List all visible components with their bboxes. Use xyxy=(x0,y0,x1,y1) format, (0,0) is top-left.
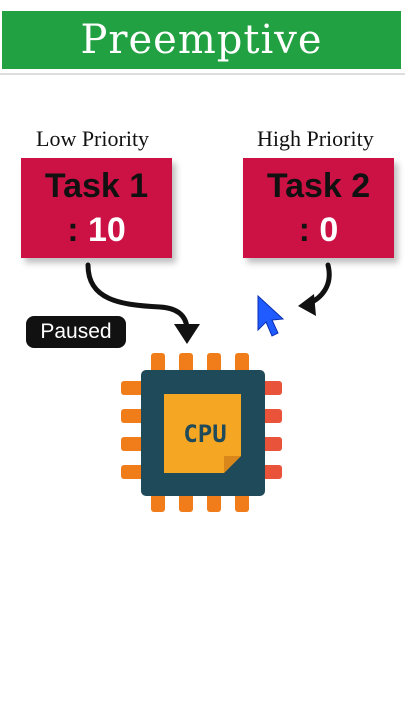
task2-card: Task 2 : 0 xyxy=(243,158,394,258)
task1-count: 10 xyxy=(87,211,126,249)
curved-arrow-icon xyxy=(298,262,332,316)
task1-count-prefix: : xyxy=(67,211,79,249)
task2-count-prefix: : xyxy=(298,211,310,249)
cpu-label: CPU xyxy=(183,420,227,448)
cpu-chip-icon xyxy=(121,353,282,512)
task2-priority-label: High Priority xyxy=(257,126,374,151)
divider xyxy=(0,73,405,75)
task1-priority-label: Low Priority xyxy=(36,126,150,151)
task2-name: Task 2 xyxy=(266,167,371,205)
task1-counter: : 10 xyxy=(67,208,126,252)
task1-name: Task 1 xyxy=(44,167,149,205)
task1-card: Task 1 : 10 xyxy=(21,158,172,258)
curved-arrow-icon xyxy=(85,262,200,344)
page-title: Preemptive xyxy=(80,17,323,63)
paused-label: Paused xyxy=(40,320,112,343)
mouse-cursor-icon xyxy=(257,294,285,337)
task2-counter: : 0 xyxy=(299,208,339,252)
paused-status-badge: Paused xyxy=(26,316,126,348)
title-banner: Preemptive xyxy=(2,11,401,69)
task2-count: 0 xyxy=(319,211,339,249)
